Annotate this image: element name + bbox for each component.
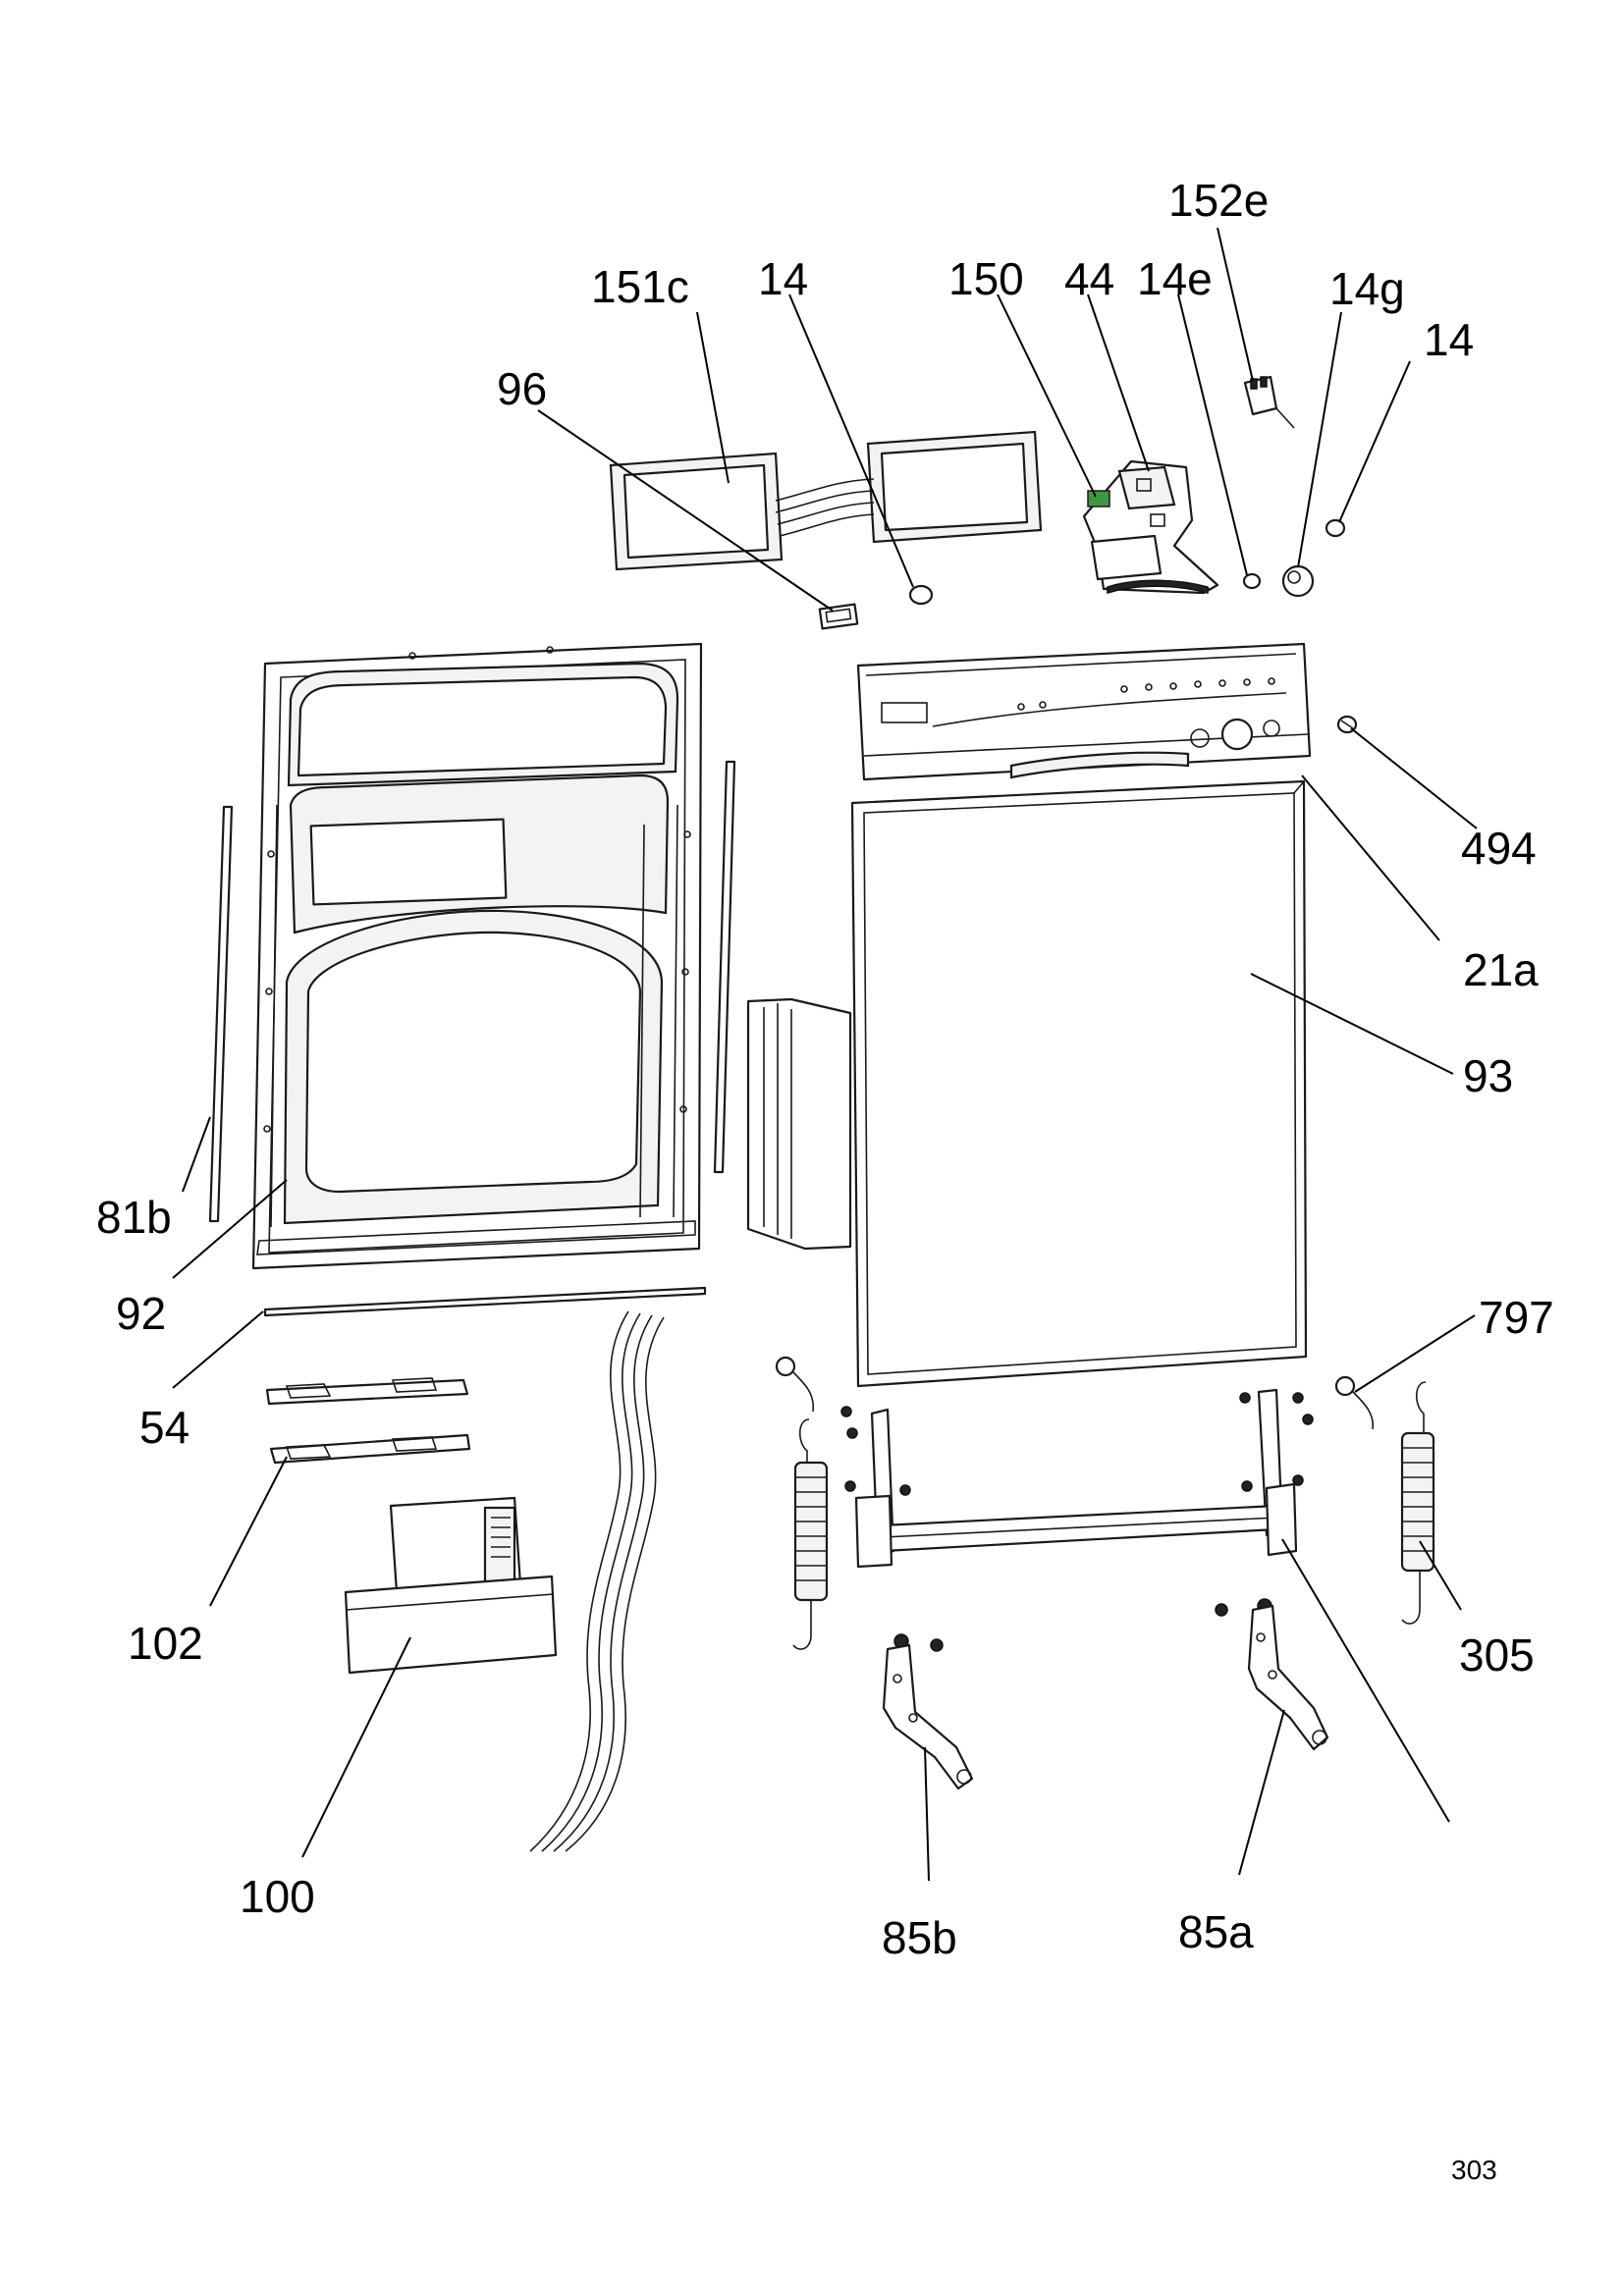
callout-305: 305 [1459, 1629, 1535, 1681]
callout-54: 54 [139, 1402, 189, 1453]
door-seal-strip-right [713, 760, 736, 1174]
spring-coils-left [795, 1476, 827, 1581]
hinge-arm-85b [882, 1633, 974, 1790]
callout-152e: 152e [1168, 175, 1269, 226]
callout-85b: 85b [882, 1912, 957, 1963]
inner-door-holes [263, 646, 691, 1133]
bracket-part-102 [265, 1377, 471, 1465]
dispenser-vents [491, 1517, 511, 1558]
wiring-harness [529, 1310, 665, 1852]
door-outer-panel-93 [850, 779, 1308, 1388]
connector-part-96 [818, 603, 859, 630]
callout-151c: 151c [591, 261, 689, 312]
hook-clip-797-right [1334, 1375, 1375, 1430]
knob-part-14g [1281, 564, 1315, 598]
hinge-arm-85a [1215, 1598, 1329, 1751]
callout-102: 102 [128, 1618, 203, 1669]
callout-14e: 14e [1137, 253, 1213, 304]
page-number: 303 [1451, 2155, 1497, 2185]
cap-part-14-left [908, 584, 934, 606]
control-panel-21a [856, 642, 1312, 781]
spring-305-left [792, 1418, 829, 1650]
spring-305-right [1400, 1381, 1435, 1625]
callout-14-right: 14 [1424, 314, 1474, 365]
bottom-strip-54 [263, 1286, 707, 1317]
callout-14-top: 14 [758, 253, 808, 304]
cap-part-14e [1242, 572, 1262, 590]
callout-797: 797 [1479, 1292, 1554, 1343]
callout-81b: 81b [96, 1192, 172, 1243]
cap-part-14-right [1325, 518, 1346, 538]
callout-44: 44 [1064, 253, 1114, 304]
leader-lines [172, 227, 1478, 1882]
spring-coils-right [1402, 1447, 1434, 1552]
switch-part-152e [1243, 375, 1295, 429]
panel-indicator-dots [1017, 677, 1275, 711]
callout-150: 150 [948, 253, 1024, 304]
control-board-assembly [609, 430, 1043, 571]
frame-screws [840, 1392, 1314, 1496]
hook-clip-797-left [775, 1356, 815, 1413]
door-lock-assembly [1082, 459, 1219, 595]
callout-14g: 14g [1329, 263, 1405, 314]
hinge-crossbar-frame [854, 1388, 1298, 1569]
callout-93: 93 [1463, 1050, 1513, 1101]
door-side-trim [746, 997, 852, 1251]
callout-96: 96 [497, 363, 547, 414]
callout-85a: 85a [1178, 1906, 1254, 1957]
callout-21a: 21a [1463, 944, 1539, 995]
door-seal-strip-81b [208, 805, 234, 1223]
callout-92: 92 [116, 1288, 166, 1339]
callout-100: 100 [240, 1871, 315, 1922]
dispenser-part-100 [344, 1496, 558, 1675]
door-inner-panel-92 [251, 642, 703, 1270]
callout-labels: 152e 151c 14 150 44 14e 14g 14 96 494 21… [96, 175, 1554, 1963]
callout-494: 494 [1461, 823, 1537, 874]
